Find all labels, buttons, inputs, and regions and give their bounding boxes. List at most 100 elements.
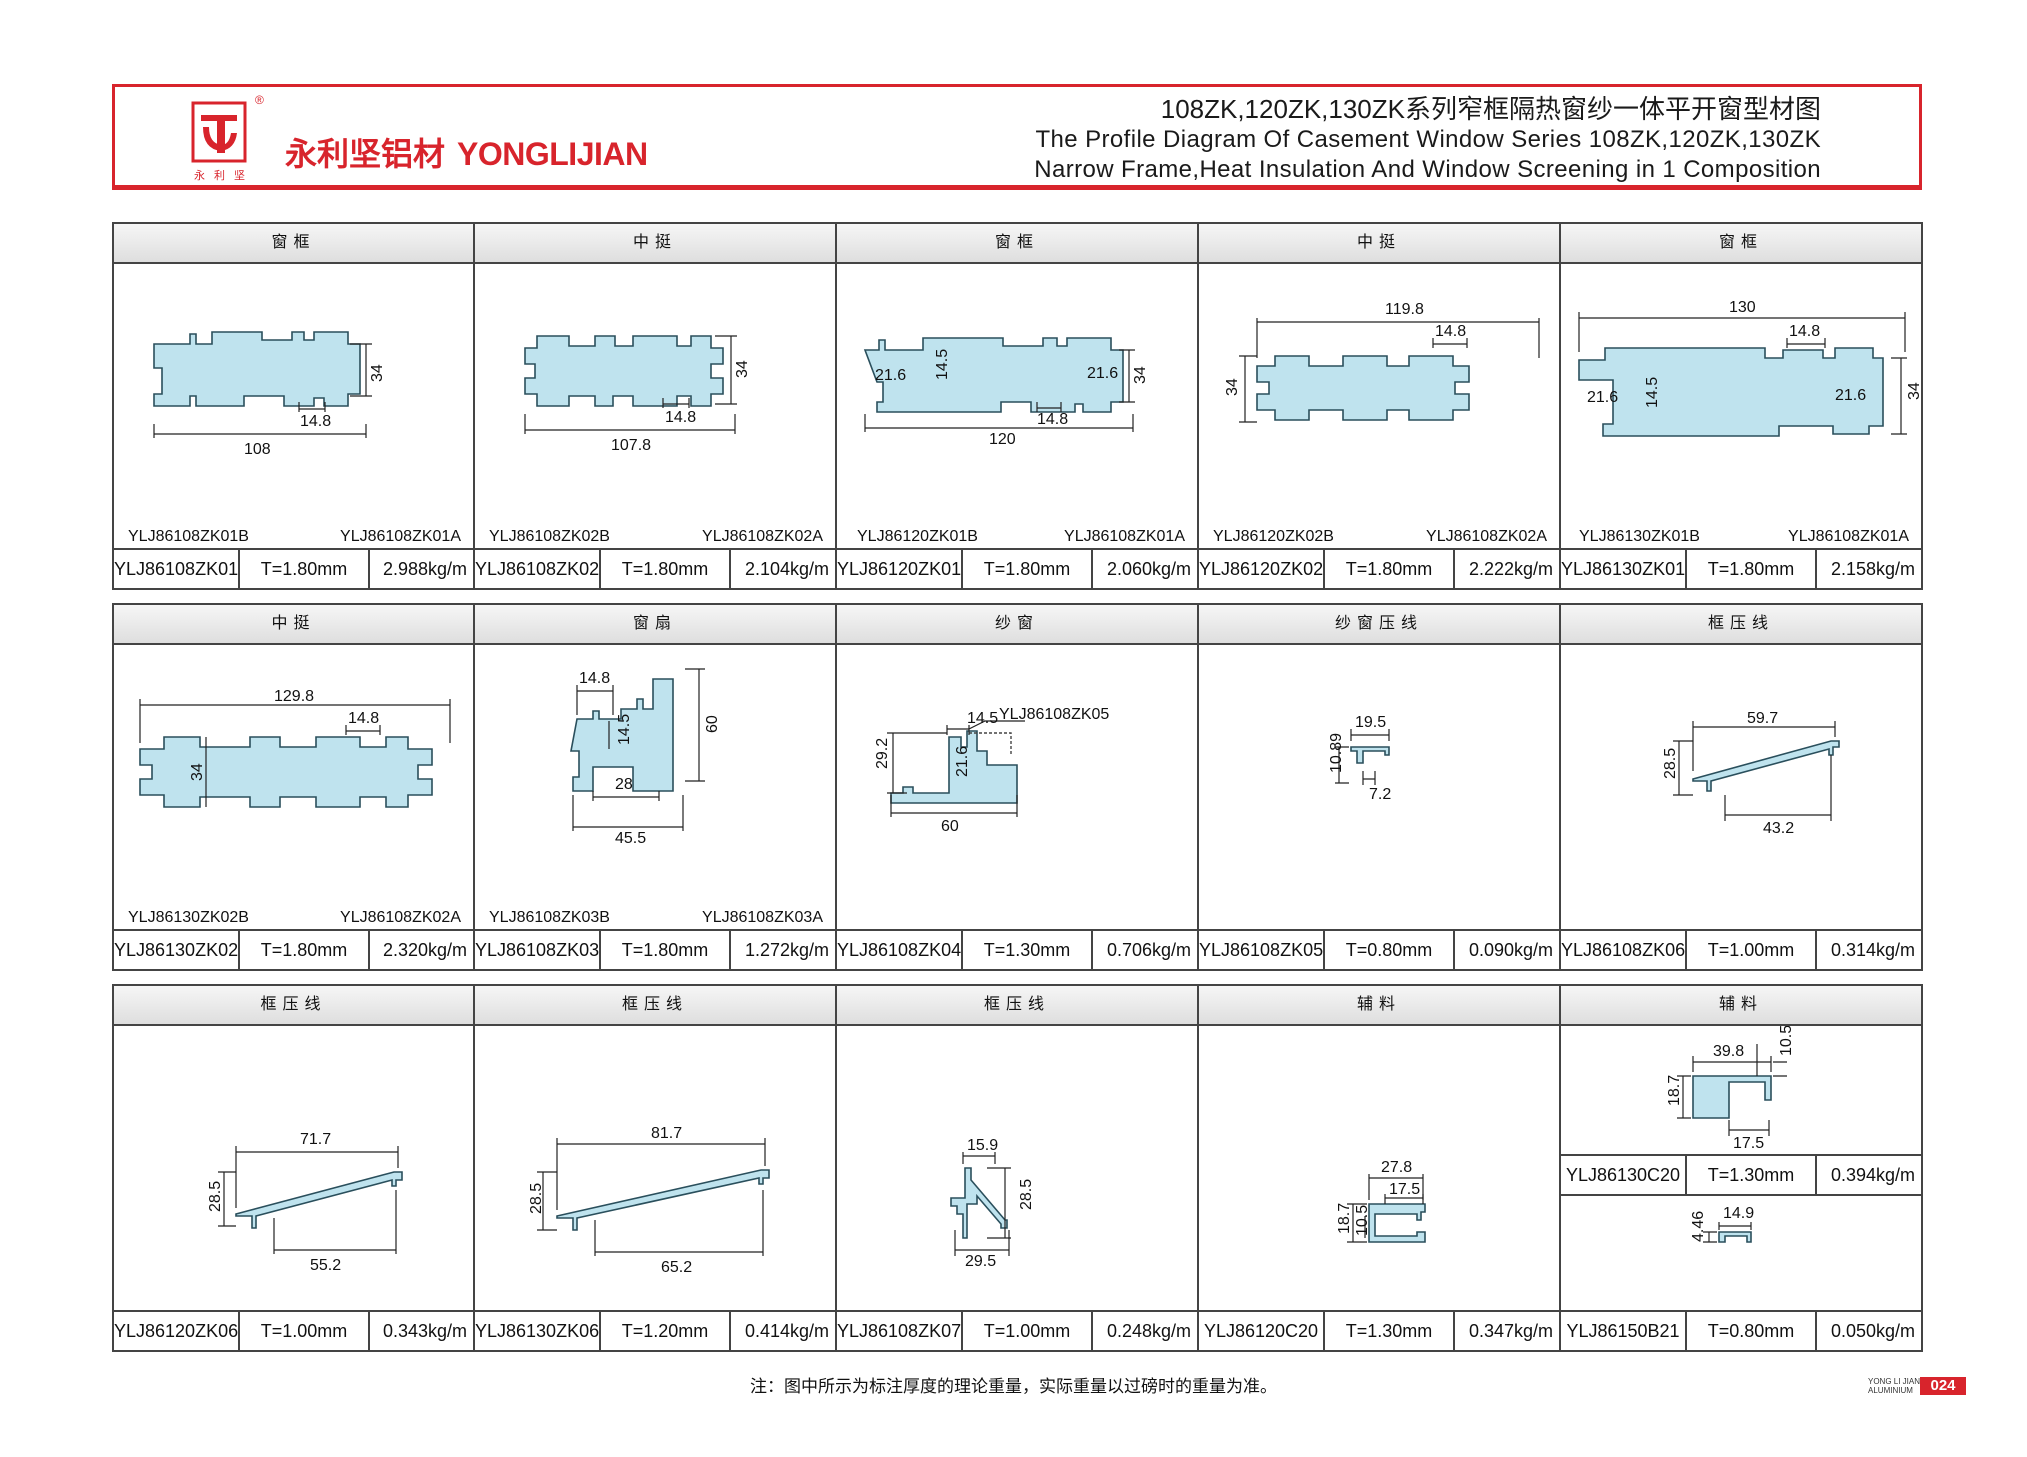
profile-section: 119.8 14.8 34 — [1224, 301, 1540, 423]
brand-name-cn: 永利坚铝材 — [285, 136, 446, 172]
model-code: YLJ86150B21 — [1561, 1312, 1687, 1350]
dimension-top: 15.9 — [967, 1137, 998, 1154]
dimension-height: 28.5 — [1018, 1179, 1035, 1210]
dimension-width: 120 — [989, 431, 1016, 448]
dimension-chamber-right: 21.6 — [1835, 387, 1866, 404]
brand-name-en: YONGLIJIAN — [457, 136, 648, 172]
wall-thickness: T=1.80mm — [601, 931, 731, 969]
unit-weight: 2.320kg/m — [382, 940, 467, 960]
dimension-height: 18.7 — [1336, 1203, 1353, 1234]
cell-title: 框压线 — [475, 986, 835, 1026]
profile-section: 27.8 17.5 18.7 10.5 — [1336, 1159, 1426, 1243]
dimension-height: 34 — [369, 364, 386, 382]
spec-row: YLJ86120ZK01 T=1.80mm 2.060kg/m — [837, 548, 1197, 588]
cell-title: 中挺 — [475, 224, 835, 264]
model-code: YLJ86108ZK02 — [475, 550, 601, 588]
part-label-b: YLJ86108ZK03B — [489, 909, 610, 926]
dimension-inner-width: 28 — [615, 776, 633, 793]
unit-weight: 0.347kg/m — [1468, 1321, 1553, 1341]
dimension-width: 39.8 — [1713, 1043, 1744, 1060]
profile-row-3: 框压线 71.7 28.5 55.2 YLJ86120ZK06 T=1.00mm… — [112, 984, 1923, 1352]
dimension-base: 55.2 — [310, 1257, 341, 1274]
dimension-height: 60 — [704, 715, 721, 733]
cell-title: 中挺 — [114, 605, 473, 645]
model-code: YLJ86120C20 — [1199, 1312, 1325, 1350]
profile-cell: 中挺 107.8 14.8 34 YLJ86108ZK02B YLJ86108Z… — [473, 222, 837, 590]
part-label-a: YLJ86108ZK03A — [702, 909, 823, 926]
cell-title: 辅料 — [1561, 986, 1921, 1026]
model-code: YLJ86108ZK06 — [1561, 931, 1687, 969]
unit-weight: 0.706kg/m — [1106, 940, 1191, 960]
logo-caption: 永 利 坚 — [193, 170, 249, 182]
unit-weight: 0.343kg/m — [382, 1321, 467, 1341]
dimension-width: 130 — [1729, 299, 1756, 316]
dimension-width: 60 — [941, 818, 959, 835]
spec-row: YLJ86108ZK04 T=1.30mm 0.706kg/m — [837, 929, 1197, 969]
unit-weight: 0.248kg/m — [1106, 1321, 1191, 1341]
dimension-height: 18.7 — [1666, 1075, 1683, 1106]
dimension-base: 17.5 — [1733, 1135, 1764, 1152]
yonglijian-logo-icon — [191, 101, 247, 163]
weight-footnote: 注：图中所示为标注厚度的理论重量，实际重量以过磅时的重量为准。 — [750, 1377, 1277, 1396]
page-brand: YONG LI JIAN — [1868, 1377, 1921, 1386]
profile-row-2: 中挺 129.8 14.8 34 YLJ86130ZK02B YLJ86108Z… — [112, 603, 1923, 971]
dimension-height: 34 — [189, 763, 206, 781]
part-label-b: YLJ86120ZK01B — [857, 528, 978, 545]
cell-title: 纱窗压线 — [1199, 605, 1559, 645]
profile-section: 59.7 28.5 43.2 — [1662, 710, 1840, 837]
cell-title: 框压线 — [1561, 605, 1921, 645]
cell-title: 框压线 — [837, 986, 1197, 1026]
dimension-width: 81.7 — [651, 1125, 682, 1142]
dimension-top: 14.5 — [967, 710, 998, 727]
spec-row: YLJ86108ZK05 T=0.80mm 0.090kg/m — [1199, 929, 1559, 969]
profile-section: 19.5 10.89 7.2 — [1328, 714, 1391, 803]
part-label-b: YLJ86130ZK02B — [128, 909, 249, 926]
dimension-height: 34 — [1224, 378, 1241, 396]
profile-section: 108 14.8 34 — [153, 331, 386, 458]
dimension-height: 4.46 — [1690, 1211, 1707, 1242]
cell-title: 纱窗 — [837, 605, 1197, 645]
registered-mark: ® — [255, 93, 264, 107]
dimension-width: 119.8 — [1385, 301, 1424, 318]
part-label-b: YLJ86120ZK02B — [1213, 528, 1334, 545]
wall-thickness: T=1.30mm — [963, 931, 1093, 969]
dimension-width: 14.9 — [1723, 1205, 1754, 1222]
dimension-base: 65.2 — [661, 1259, 692, 1276]
spec-row: YLJ86120ZK02 T=1.80mm 2.222kg/m — [1199, 548, 1559, 588]
profile-section: 14.8 14.5 60 28 45.5 — [570, 668, 721, 847]
profile-section: 129.8 14.8 34 — [139, 688, 451, 808]
part-label-a: YLJ86108ZK02A — [340, 909, 461, 926]
title-en-line-1: The Profile Diagram Of Casement Window S… — [1035, 126, 1821, 153]
profile-cell: 纱窗压线 19.5 10.89 7.2 YLJ86108ZK05 T=0.80m… — [1197, 603, 1561, 971]
wall-thickness: T=1.80mm — [240, 931, 370, 969]
spec-row: YLJ86130ZK06 T=1.20mm 0.414kg/m — [475, 1310, 835, 1350]
dimension-width: 45.5 — [615, 830, 646, 847]
model-code: YLJ86120ZK02 — [1199, 550, 1325, 588]
dimension-height: 29.2 — [874, 738, 891, 769]
unit-weight: 2.222kg/m — [1468, 559, 1553, 579]
part-label-b: YLJ86108ZK02B — [489, 528, 610, 545]
profile-cell: 框压线 81.7 28.5 65.2 YLJ86130ZK06 T=1.20mm… — [473, 984, 837, 1352]
dimension-core: 14.8 — [665, 409, 696, 426]
profile-section: 15.9 28.5 29.5 — [950, 1137, 1035, 1270]
wall-thickness: T=1.80mm — [963, 550, 1093, 588]
part-label-a: YLJ86108ZK01A — [340, 528, 461, 545]
dimension-top: 10.5 — [1778, 1026, 1795, 1056]
dimension-width: 19.5 — [1355, 714, 1386, 731]
unit-weight: 0.314kg/m — [1830, 940, 1915, 960]
profile-section: 14.5 29.2 21.6 60 YLJ86108ZK05 — [874, 706, 1109, 835]
unit-weight: 0.090kg/m — [1468, 940, 1553, 960]
profile-cell: 窗框 108 14.8 34 YLJ86108ZK01B YLJ86108ZK0… — [112, 222, 475, 590]
wall-thickness: T=1.30mm — [1325, 1312, 1455, 1350]
spec-row: YLJ86108ZK03 T=1.80mm 1.272kg/m — [475, 929, 835, 969]
profile-cell: 中挺 119.8 14.8 34 YLJ86120ZK02B YLJ86108Z… — [1197, 222, 1561, 590]
dimension-top: 14.8 — [579, 670, 610, 687]
page-brand-sub: ALUMINIUM — [1868, 1386, 1913, 1395]
dimension-height: 34 — [1132, 366, 1149, 384]
dimension-height: 28.5 — [1662, 748, 1679, 779]
cell-title: 中挺 — [1199, 224, 1559, 264]
cell-title: 辅料 — [1199, 986, 1559, 1026]
profile-cell: 辅料 39.8 10.5 18.7 17.5 YLJ86130C20 T=1.3… — [1559, 984, 1923, 1352]
spec-row: YLJ86120ZK06 T=1.00mm 0.343kg/m — [114, 1310, 473, 1350]
dimension-core: 14.8 — [300, 413, 331, 430]
